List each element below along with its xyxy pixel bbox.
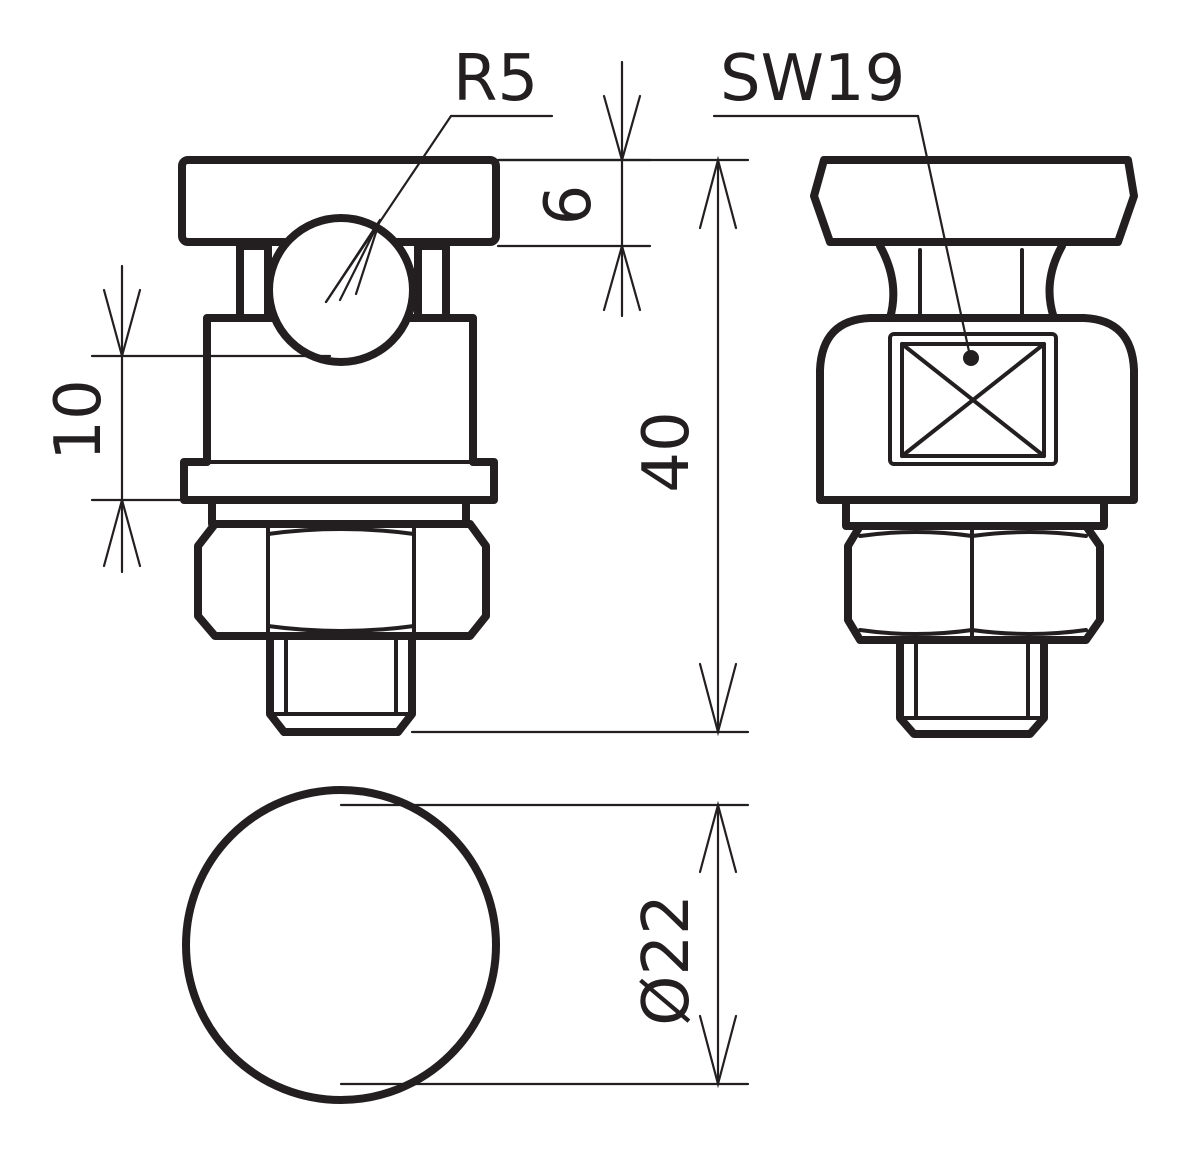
front-neck-left: [236, 242, 272, 322]
front-stud: [266, 632, 416, 736]
front-hex-nut: [194, 520, 490, 640]
label-head-thickness: 6: [532, 185, 606, 226]
side-view: [712, 114, 1138, 738]
label-wrench-size: SW19: [720, 42, 905, 116]
sw19-leader-dot: [963, 350, 979, 366]
side-head: [810, 156, 1138, 246]
front-view: [178, 114, 554, 736]
front-cross-bore: [265, 214, 417, 366]
dim-overall-height: [410, 155, 750, 737]
front-body: [180, 314, 498, 504]
side-neck: [876, 242, 1066, 322]
label-bore-height: 10: [42, 379, 116, 460]
side-body: [816, 314, 1138, 504]
side-hex-nut: [844, 522, 1104, 644]
top-view-circle: [182, 786, 500, 1104]
label-overall-height: 40: [630, 411, 704, 492]
side-stud: [896, 636, 1048, 738]
side-wrench-flat: [888, 332, 1058, 466]
front-neck-right: [414, 242, 450, 322]
top-view: [182, 786, 500, 1104]
label-radius: R5: [453, 42, 538, 116]
label-diameter: Ø22: [630, 894, 704, 1026]
dim-diameter: [339, 800, 750, 1089]
dim-bore-height: [90, 264, 332, 574]
